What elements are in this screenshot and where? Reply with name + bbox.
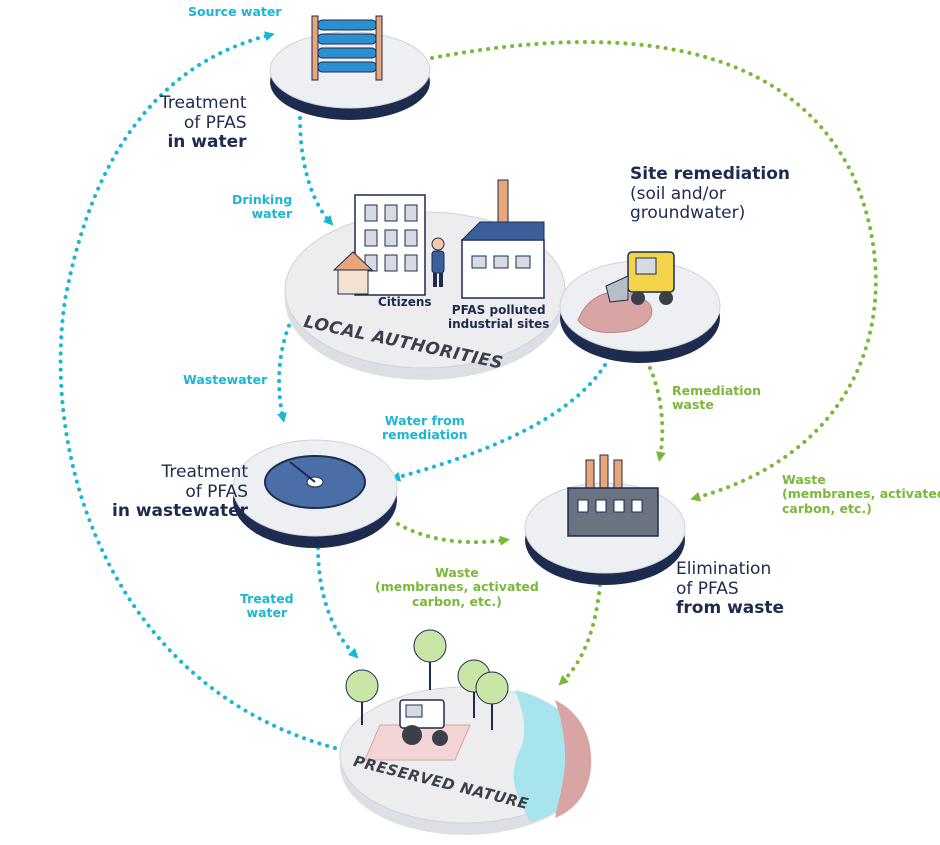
water-treatment-label: Treatment of PFAS in water	[160, 93, 247, 153]
waste-elimination-line3: from waste	[676, 598, 785, 619]
tree-icon	[475, 671, 509, 730]
waste-elimination-disc	[524, 454, 686, 585]
factory-icon	[460, 179, 545, 299]
site-remediation-disc	[559, 251, 721, 363]
bulldozer-icon	[605, 251, 675, 305]
flow-treated-water	[316, 546, 359, 659]
preserved-nature-disc	[339, 629, 592, 835]
local-authorities-disc	[284, 179, 566, 380]
wastewater-label: Wastewater	[183, 372, 268, 387]
wastewater-treatment-label: Treatment of PFAS in wastewater	[112, 462, 249, 522]
citizen-figure-icon	[431, 237, 445, 287]
wastewater-treatment-line3: in wastewater	[112, 501, 249, 522]
tractor-icon	[364, 699, 471, 761]
waste-mid-label: Waste (membranes, activated carbon, etc.…	[375, 565, 539, 609]
treated-water-label: Treated water	[240, 591, 294, 621]
water-treatment-line3: in water	[167, 132, 247, 153]
wastewater-treatment-line2: of PFAS	[185, 481, 249, 502]
flow-remediation-waste	[648, 366, 666, 462]
shore-shape	[555, 700, 592, 818]
water-treatment-line2: of PFAS	[183, 112, 247, 133]
site-remediation-label: Site remediation (soil and/or groundwate…	[630, 164, 791, 224]
flow-drinking-water	[298, 116, 334, 226]
incinerator-icon	[567, 454, 659, 537]
house-icon	[332, 251, 374, 295]
site-remediation-line3: groundwater)	[630, 203, 746, 224]
wastewater-treatment-line1: Treatment	[161, 462, 249, 482]
site-remediation-line2: (soil and/or	[630, 183, 726, 204]
flow-water-from-remediation	[390, 363, 607, 482]
drinking-water-label: Drinking water	[232, 192, 293, 222]
remediation-waste-label: Remediation waste	[672, 383, 762, 413]
waste-right-label: Waste (membranes, activated carbon, etc.…	[782, 472, 940, 516]
membrane-filter-icon	[311, 15, 383, 81]
wastewater-treatment-disc	[232, 439, 398, 548]
flow-wastewater	[277, 316, 294, 423]
waste-elimination-line2: of PFAS	[676, 578, 739, 599]
source-water-label: Source water	[188, 4, 282, 19]
waste-elimination-label: Elimination of PFAS from waste	[676, 559, 785, 619]
water-from-remediation-label: Water from remediation	[382, 413, 468, 443]
flow-waste-to-nature	[558, 583, 602, 686]
site-remediation-title: Site remediation	[630, 164, 791, 184]
industrial-sites-label: PFAS polluted industrial sites	[448, 303, 550, 331]
flow-waste-mid	[396, 522, 510, 546]
water-treatment-line1: Treatment	[160, 93, 247, 113]
tree-icon	[413, 629, 447, 690]
tree-icon	[345, 669, 379, 725]
citizens-label: Citizens	[378, 295, 432, 309]
water-treatment-disc	[269, 15, 431, 120]
waste-elimination-line1: Elimination	[676, 559, 772, 579]
